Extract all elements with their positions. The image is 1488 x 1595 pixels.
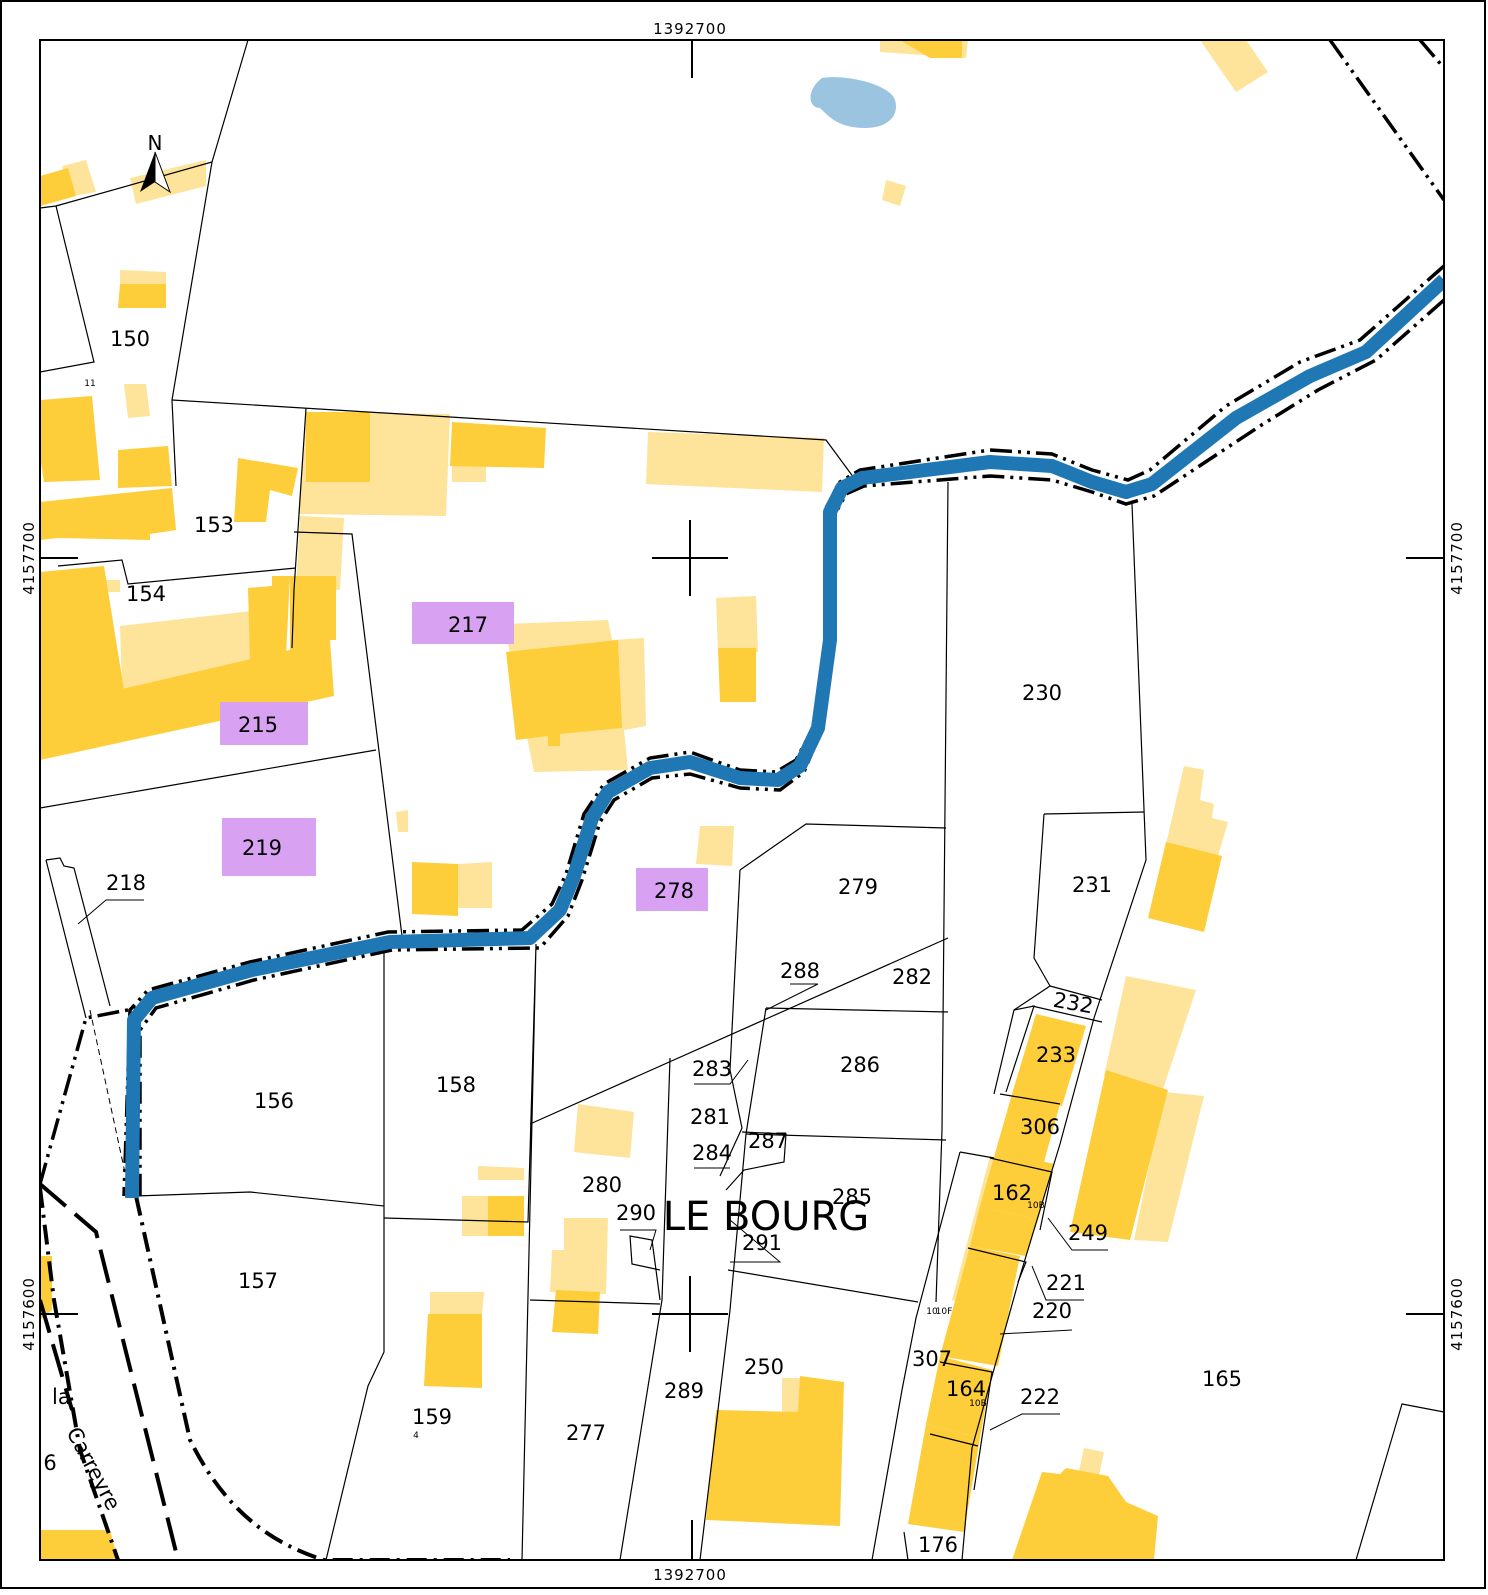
- parcel-label: 281: [690, 1105, 730, 1129]
- parcel-label: 287: [748, 1129, 788, 1153]
- parcel-label: 221: [1046, 1271, 1086, 1295]
- parcel-label: 306: [1020, 1115, 1060, 1139]
- pond: [810, 77, 896, 128]
- address-label: 4: [413, 1431, 419, 1441]
- map-content: [40, 40, 1444, 1560]
- parcel-label: 285: [832, 1185, 872, 1209]
- address-label: 10B: [1027, 1201, 1045, 1211]
- grid-ticks: [40, 40, 1444, 1560]
- parcel-label-highlighted: 217: [448, 613, 488, 637]
- place-name: LE BOURG: [663, 1194, 870, 1240]
- leader-lines: [77, 899, 1108, 1431]
- highlight-217: [412, 602, 514, 644]
- parcel-label: 220: [1032, 1299, 1072, 1323]
- parcel-label: 283: [692, 1057, 732, 1081]
- address-label: 6: [43, 1451, 56, 1475]
- address-label: 10F: [936, 1307, 953, 1317]
- parcel-label: 284: [692, 1141, 732, 1165]
- address-label: 10B: [969, 1399, 987, 1409]
- coord-right-lower: 4157600: [1448, 1277, 1466, 1351]
- sliver-line: [89, 1009, 131, 1197]
- highlight-215: [220, 702, 308, 745]
- parcel-label-highlighted: 278: [654, 879, 694, 903]
- parcel-label: 282: [892, 965, 932, 989]
- address-label: 10: [926, 1307, 938, 1317]
- parcel-label: 153: [194, 513, 234, 537]
- parcel-label: 249: [1068, 1221, 1108, 1245]
- highlighted-parcel-labels: [220, 602, 708, 911]
- river: [122, 264, 1444, 1199]
- river-channel: [125, 274, 1444, 1199]
- parcel-label: 150: [110, 327, 150, 351]
- parcel-label-highlighted: 215: [238, 713, 278, 737]
- address-label: 11: [84, 379, 95, 389]
- parcel-label: 156: [254, 1089, 294, 1113]
- parcel-label: 250: [744, 1355, 784, 1379]
- parcel-label: 164: [946, 1377, 986, 1401]
- street-name-part1: la: [52, 1385, 71, 1409]
- parcel-label: 218: [106, 871, 146, 895]
- highlight-278: [636, 868, 708, 911]
- parcel-label: 158: [436, 1073, 476, 1097]
- roads: [40, 1182, 510, 1560]
- parcel-label: 277: [566, 1421, 606, 1445]
- parcel-label: 233: [1036, 1043, 1076, 1067]
- parcel-label: 159: [412, 1405, 452, 1429]
- parcel-label: 291: [742, 1231, 782, 1255]
- parcel-label: 286: [840, 1053, 880, 1077]
- parcel-label: 230: [1022, 681, 1062, 705]
- parcel-label: 154: [126, 582, 166, 606]
- parcel-label-highlighted: 219: [242, 836, 282, 860]
- parcel-label: 176: [918, 1533, 958, 1557]
- parcel-label: 157: [238, 1269, 278, 1293]
- parcel-label: 162: [992, 1181, 1032, 1205]
- parcel-label: 307: [912, 1347, 952, 1371]
- highlight-219: [222, 818, 316, 876]
- coord-top: 1392700: [653, 20, 727, 38]
- map-neatline: [39, 39, 1445, 1561]
- coord-left-upper: 4157700: [20, 521, 38, 595]
- coord-left-lower: 4157600: [20, 1277, 38, 1351]
- coord-right-upper: 4157700: [1448, 521, 1466, 595]
- parcel-label: 290: [616, 1201, 656, 1225]
- buildings-solid: [40, 40, 1222, 1560]
- parcel-label: 280: [582, 1173, 622, 1197]
- dashdot-boundaries: [40, 40, 1444, 1185]
- parcel-label: 279: [838, 875, 878, 899]
- parcel-labels: 150 153 154 156 157 158 159 162 164 165 …: [43, 327, 1242, 1557]
- coord-bottom: 1392700: [653, 1566, 727, 1584]
- parcel-label: 288: [780, 959, 820, 983]
- parcel-boundaries: [40, 40, 1444, 1560]
- parcel-label: 222: [1020, 1385, 1060, 1409]
- parcel-label: 289: [664, 1379, 704, 1403]
- north-label: N: [148, 131, 163, 155]
- north-arrow-icon: N: [140, 131, 172, 194]
- parcel-label: 165: [1202, 1367, 1242, 1391]
- parcel-label: 231: [1072, 873, 1112, 897]
